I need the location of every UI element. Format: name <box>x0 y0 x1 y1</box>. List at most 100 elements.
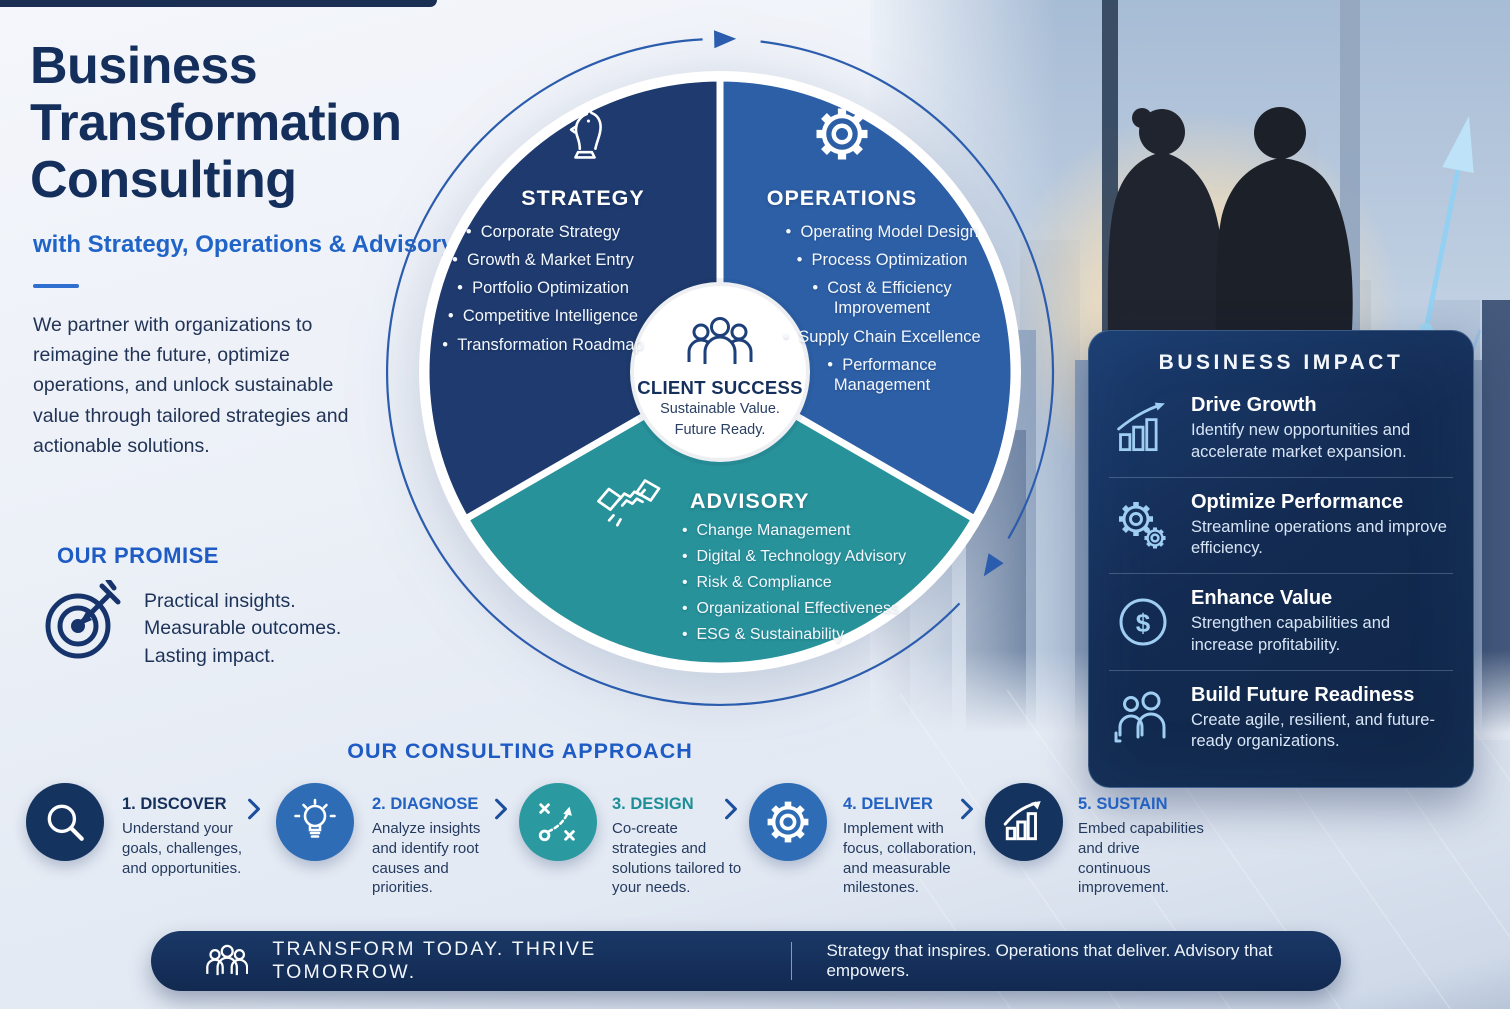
advisory-list: Change Management Digital & Technology A… <box>682 521 932 651</box>
step-design: 3. DESIGN Co-create strategies and solut… <box>612 795 742 898</box>
chess-knight-icon <box>559 102 611 171</box>
chevron-right-icon <box>961 798 973 820</box>
center-title: CLIENT SUCCESS <box>637 377 803 398</box>
chevron-right-icon <box>725 798 737 820</box>
operations-list: Operating Model Design Process Optimizat… <box>767 222 997 403</box>
impact-row: Drive Growth Identify new opportunities … <box>1109 381 1453 477</box>
impact-title: Drive Growth <box>1191 394 1317 416</box>
cycle-arrowhead-top <box>714 30 737 49</box>
impact-title: Optimize Performance <box>1191 490 1404 513</box>
impact-text: Enhance Value Strengthen capabilities an… <box>1191 587 1451 657</box>
svg-text:$: $ <box>1136 608 1151 638</box>
cycle-arrowhead-bottom <box>983 553 1004 577</box>
strategy-play-icon <box>519 783 597 861</box>
people-group-icon <box>206 944 249 976</box>
list-item: Organizational Effectiveness <box>682 599 932 619</box>
step-label: 3. DESIGN <box>612 795 694 813</box>
page-title: Business Transformation Consulting <box>30 38 402 209</box>
step-desc: Implement with focus, collaboration, and… <box>843 820 977 897</box>
center-line: Future Ready. <box>674 422 766 439</box>
list-item: Process Optimization <box>767 250 997 270</box>
list-item: Growth & Market Entry <box>415 250 671 270</box>
impact-title: Build Future Readiness <box>1191 683 1415 706</box>
list-item: Performance Management <box>819 355 945 395</box>
step-desc: Analyze insights and identify root cause… <box>372 820 481 897</box>
title-line-3: Consulting <box>30 151 297 209</box>
business-impact-panel: BUSINESS IMPACT Drive Growth Identify ne… <box>1088 330 1474 788</box>
promise-lines: Practical insights. Measurable outcomes.… <box>144 588 341 670</box>
impact-row: $ Enhance Value Strengthen capabilities … <box>1109 573 1453 670</box>
gears-icon <box>1111 495 1175 555</box>
promise-line: Practical insights. <box>144 590 296 612</box>
step-desc: Co-create strategies and solutions tailo… <box>612 820 742 897</box>
bar-growth-icon <box>985 783 1063 861</box>
impact-desc: Strengthen capabilities and increase pro… <box>1191 614 1391 654</box>
segment-title-advisory: ADVISORY <box>690 489 810 513</box>
title-line-2: Transformation <box>30 94 402 152</box>
segment-title-strategy: STRATEGY <box>521 186 645 210</box>
magnifier-icon <box>26 783 104 861</box>
segment-title-operations: OPERATIONS <box>766 186 918 210</box>
promise-line: Lasting impact. <box>144 644 276 667</box>
lightbulb-icon <box>276 783 354 861</box>
client-success-center: CLIENT SUCCESS Sustainable Value. Future… <box>634 316 806 441</box>
impact-desc: Identify new opportunities and accelerat… <box>1191 421 1411 461</box>
step-label: 4. DELIVER <box>843 795 933 813</box>
list-item: Portfolio Optimization <box>415 278 671 298</box>
step-label: 5. SUSTAIN <box>1078 795 1168 813</box>
list-item: Competitive Intelligence <box>415 306 671 326</box>
bottom-banner: TRANSFORM TODAY. THRIVE TOMORROW. Strate… <box>151 931 1341 991</box>
chevron-right-icon <box>248 798 260 820</box>
list-item: Risk & Compliance <box>682 573 932 593</box>
step-desc: Embed capabilities and drive continuous … <box>1078 820 1204 897</box>
impact-desc: Streamline operations and improve effici… <box>1191 517 1447 558</box>
cycle-arc <box>386 38 1055 707</box>
impact-row: Build Future Readiness Create agile, res… <box>1109 669 1453 767</box>
banner-tagline: TRANSFORM TODAY. THRIVE TOMORROW. <box>272 938 597 983</box>
impact-text: Build Future Readiness Create agile, res… <box>1191 684 1451 754</box>
target-icon <box>36 577 124 668</box>
list-item: Cost & Efficiency Improvement <box>809 278 955 318</box>
impact-desc: Create agile, resilient, and future-read… <box>1191 710 1435 751</box>
list-item: Operating Model Design <box>767 222 997 242</box>
banner-subtext: Strategy that inspires. Operations that … <box>826 941 1273 980</box>
center-line: Sustainable Value. <box>660 401 780 417</box>
impact-heading: BUSINESS IMPACT <box>1158 351 1404 374</box>
gear-icon <box>812 104 872 169</box>
gear-icon <box>749 783 827 861</box>
step-label: 2. DIAGNOSE <box>372 795 479 813</box>
people-pair-icon <box>1111 689 1175 747</box>
list-item: Transformation Roadmap <box>415 335 671 355</box>
title-underline <box>33 284 79 288</box>
promise-line: Measurable outcomes. <box>144 617 342 640</box>
list-item: ESG & Sustainability <box>682 625 932 645</box>
impact-row: Optimize Performance Streamline operatio… <box>1109 476 1453 574</box>
center-circle <box>626 278 814 466</box>
dollar-circle-icon: $ <box>1111 593 1175 651</box>
impact-text: Drive Growth Identify new opportunities … <box>1191 394 1451 464</box>
step-deliver: 4. DELIVER Implement with focus, collabo… <box>843 795 988 898</box>
step-label: 1. DISCOVER <box>122 795 227 813</box>
step-discover: 1. DISCOVER Understand your goals, chall… <box>122 795 267 878</box>
people-group-icon <box>687 317 753 364</box>
intro-paragraph: We partner with organizations to reimagi… <box>33 314 349 457</box>
approach-heading: OUR CONSULTING APPROACH <box>347 739 693 763</box>
promise-heading: OUR PROMISE <box>57 543 219 568</box>
banner-divider <box>790 942 793 980</box>
page-subtitle: with Strategy, Operations & Advisory <box>33 231 455 258</box>
step-diagnose: 2. DIAGNOSE Analyze insights and identif… <box>372 795 507 898</box>
growth-chart-icon <box>1111 399 1175 459</box>
corner-accent-bar <box>0 0 437 7</box>
handshake-icon <box>597 474 663 535</box>
impact-title: Enhance Value <box>1191 587 1333 610</box>
chevron-right-icon <box>495 798 507 820</box>
impact-text: Optimize Performance Streamline operatio… <box>1191 491 1451 561</box>
list-item: Digital & Technology Advisory <box>682 547 932 567</box>
list-item: Change Management <box>682 521 932 541</box>
list-item: Corporate Strategy <box>415 222 671 242</box>
list-item: Supply Chain Excellence <box>767 327 997 347</box>
step-desc: Understand your goals, challenges, and o… <box>122 820 243 877</box>
strategy-list: Corporate Strategy Growth & Market Entry… <box>415 222 671 363</box>
step-sustain: 5. SUSTAIN Embed capabilities and drive … <box>1078 795 1208 898</box>
